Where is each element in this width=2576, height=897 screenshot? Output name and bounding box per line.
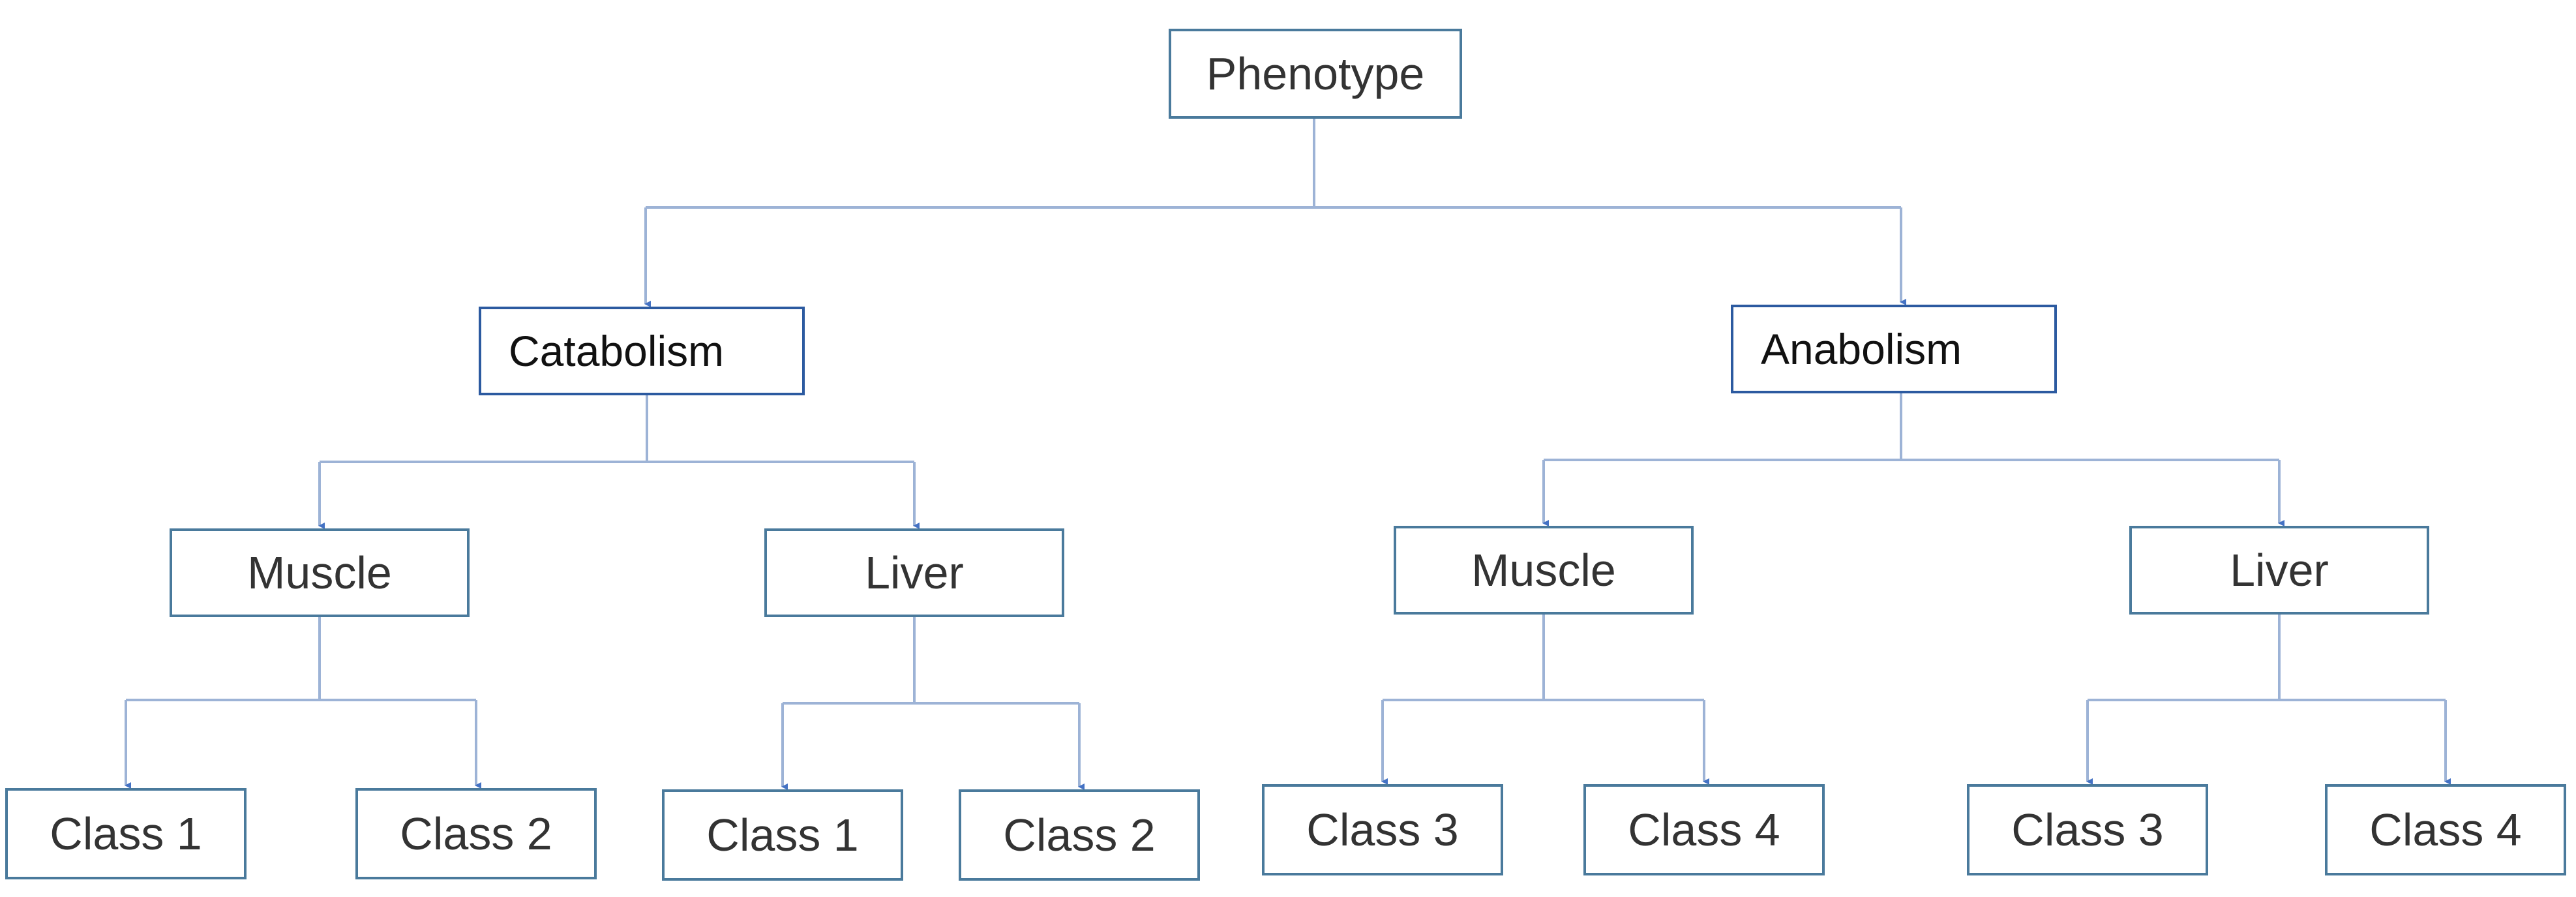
node-class-2-catabolism-muscle: Class 2 — [355, 788, 597, 879]
node-anabolism-muscle: Muscle — [1394, 526, 1694, 615]
node-anabolism-liver: Liver — [2129, 526, 2429, 615]
node-class-3-anabolism-liver: Class 3 — [1967, 784, 2208, 875]
node-anabolism: Anabolism — [1731, 305, 2057, 393]
node-class-1-catabolism-muscle: Class 1 — [5, 788, 247, 879]
node-class-4-anabolism-muscle: Class 4 — [1583, 784, 1825, 875]
node-class-2-catabolism-liver: Class 2 — [959, 789, 1200, 881]
node-catabolism: Catabolism — [479, 307, 805, 395]
node-class-4-anabolism-liver: Class 4 — [2325, 784, 2566, 875]
node-catabolism-label: Catabolism — [509, 327, 725, 375]
node-anabolism-label: Anabolism — [1761, 325, 1962, 373]
node-class-1-catabolism-liver: Class 1 — [662, 789, 903, 881]
node-catabolism-muscle: Muscle — [170, 528, 470, 617]
node-class-3-anabolism-muscle: Class 3 — [1262, 784, 1503, 875]
node-catabolism-liver: Liver — [764, 528, 1064, 617]
node-phenotype: Phenotype — [1169, 29, 1462, 119]
